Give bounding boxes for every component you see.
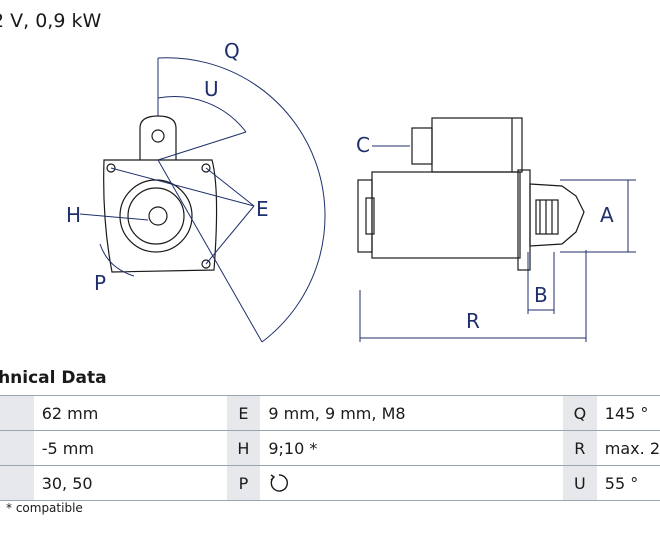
pinion-housing	[119, 179, 193, 253]
spec-key: H	[226, 430, 261, 466]
spec-key: E	[226, 395, 261, 431]
spec-value: max. 2	[596, 430, 660, 466]
spec-value: 9 mm, 9 mm, M8	[260, 395, 563, 431]
spec-key	[0, 465, 34, 501]
ear-hole	[151, 129, 165, 143]
label-a: A	[600, 203, 614, 227]
spec-key	[0, 430, 34, 466]
label-b: B	[534, 283, 548, 307]
spec-value: 30, 50	[33, 465, 227, 501]
label-u: U	[204, 77, 219, 101]
spec-value: -5 mm	[33, 430, 227, 466]
motor-body	[371, 171, 521, 259]
footnote: * compatible	[6, 501, 83, 515]
clockwise-rotation-icon	[270, 474, 289, 492]
starter-technical-drawing: Q U C E H P A B R	[66, 39, 636, 343]
flange-outline	[103, 159, 218, 273]
spec-value-rotation	[260, 465, 563, 501]
label-e: E	[256, 197, 269, 221]
section-title: chnical Data	[0, 368, 107, 388]
spec-key: Q	[562, 395, 597, 431]
pinion	[535, 199, 559, 235]
spec-key: R	[562, 430, 597, 466]
angle-q-arc	[157, 57, 326, 343]
spec-key	[0, 395, 34, 431]
spec-value: 62 mm	[33, 395, 227, 431]
table-row: 30, 50 P U 55 °	[0, 465, 660, 501]
spec-value: 145 °	[596, 395, 660, 431]
label-c: C	[356, 133, 370, 157]
table-row: 62 mm E 9 mm, 9 mm, M8 Q 145 °	[0, 395, 660, 431]
product-title: 2 V, 0,9 kW	[0, 10, 102, 32]
spec-value: 55 °	[596, 465, 660, 501]
angle-u-arc	[157, 96, 247, 133]
spec-table: 62 mm E 9 mm, 9 mm, M8 Q 145 ° -5 mm H 9…	[0, 395, 660, 501]
label-h: H	[66, 203, 81, 227]
label-r: R	[466, 309, 480, 333]
table-row: -5 mm H 9;10 * R max. 2	[0, 430, 660, 466]
mounting-ear	[139, 115, 177, 160]
label-p: P	[94, 271, 106, 295]
solenoid	[431, 117, 523, 173]
rotation-p-arc	[99, 243, 135, 277]
spec-key: U	[562, 465, 597, 501]
label-q: Q	[224, 39, 240, 63]
spec-key: P	[226, 465, 261, 501]
spec-value: 9;10 *	[260, 430, 563, 466]
